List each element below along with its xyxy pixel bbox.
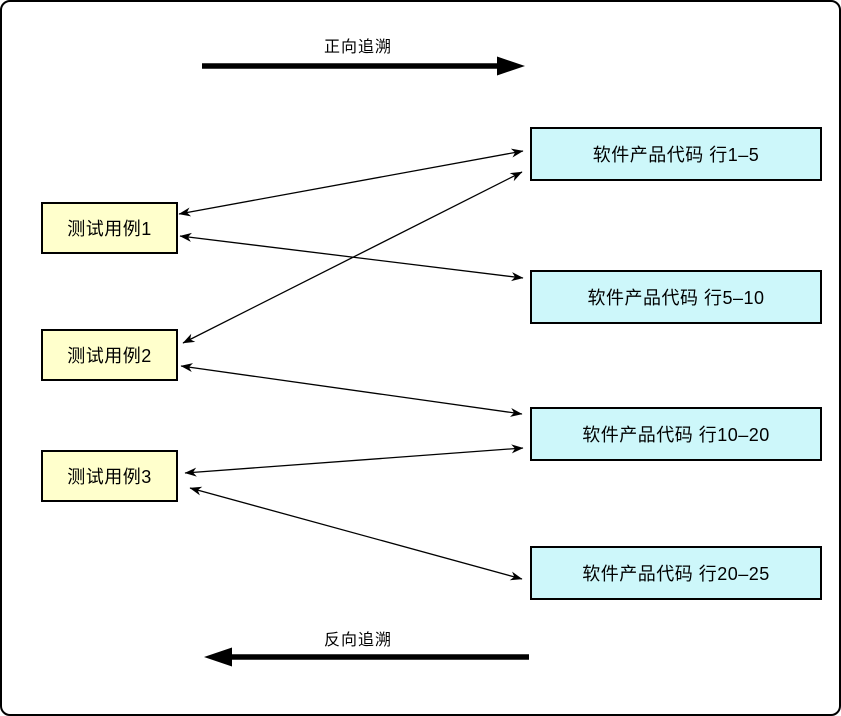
code-block-20-25-label: 软件产品代码 行20–25: [582, 564, 770, 584]
code-block-10-20-label: 软件产品代码 行10–20: [582, 425, 770, 445]
trace-edge-3: [182, 171, 523, 344]
backward-trace-label: 反向追溯: [323, 632, 392, 649]
trace-edge-6: [189, 486, 523, 581]
trace-edge-1: [178, 148, 524, 217]
code-block-20-25-box: 软件产品代码 行20–25: [530, 546, 822, 600]
test-case-2-label: 测试用例2: [67, 346, 152, 366]
trace-edge-4: [180, 363, 523, 417]
test-case-1-label: 测试用例1: [67, 219, 152, 239]
forward-trace-label: 正向追溯: [323, 39, 392, 56]
trace-edge-5: [184, 444, 524, 477]
code-block-10-20-box: 软件产品代码 行10–20: [530, 407, 822, 461]
code-block-1-5-box: 软件产品代码 行1–5: [530, 127, 822, 181]
trace-edge-2: [179, 232, 524, 282]
code-block-1-5-label: 软件产品代码 行1–5: [592, 145, 760, 165]
test-case-3-box: 测试用例3: [41, 450, 178, 502]
code-block-5-10-box: 软件产品代码 行5–10: [530, 270, 822, 324]
test-case-3-label: 测试用例3: [67, 467, 152, 487]
forward-trace-arrow: [202, 56, 525, 76]
code-block-5-10-label: 软件产品代码 行5–10: [587, 288, 765, 308]
test-case-2-box: 测试用例2: [41, 329, 178, 381]
backward-trace-arrow: [204, 647, 529, 667]
test-case-1-box: 测试用例1: [41, 202, 178, 254]
